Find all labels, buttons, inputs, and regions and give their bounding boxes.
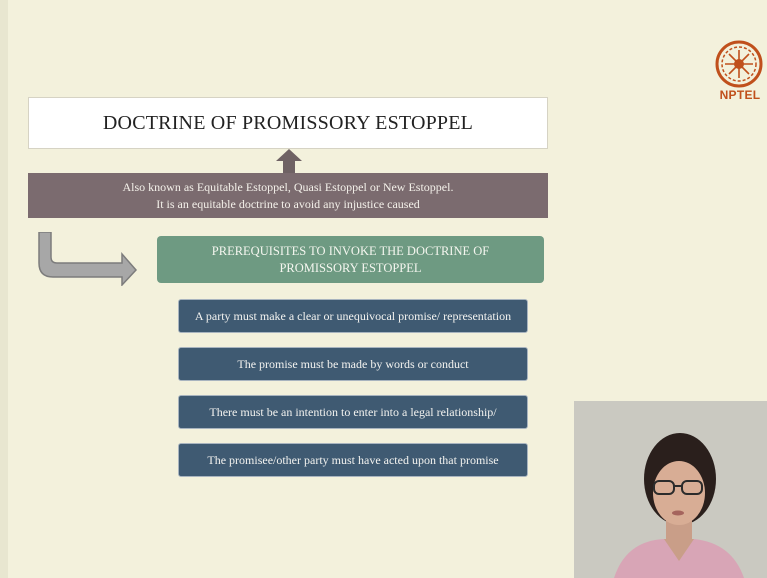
aka-line-1: Also known as Equitable Estoppel, Quasi … bbox=[122, 179, 454, 194]
up-arrow-icon bbox=[276, 149, 302, 175]
prerequisite-item-2: The promise must be made by words or con… bbox=[178, 347, 528, 381]
prerequisite-item-1: A party must make a clear or unequivocal… bbox=[178, 299, 528, 333]
nptel-logo-icon bbox=[715, 40, 763, 88]
nptel-logo-text: NPTEL bbox=[719, 88, 761, 102]
bent-arrow-icon bbox=[38, 232, 138, 286]
aka-line-2: It is an equitable doctrine to avoid any… bbox=[156, 196, 420, 211]
prerequisites-heading: PREREQUISITES TO INVOKE THE DOCTRINE OF … bbox=[157, 236, 544, 283]
presenter-video bbox=[574, 401, 767, 578]
prerequisite-item-4: The promisee/other party must have acted… bbox=[178, 443, 528, 477]
presenter-image bbox=[574, 401, 767, 578]
slide-title: DOCTRINE OF PROMISSORY ESTOPPEL bbox=[28, 97, 548, 149]
prerequisite-item-3: There must be an intention to enter into… bbox=[178, 395, 528, 429]
aka-box: Also known as Equitable Estoppel, Quasi … bbox=[28, 173, 548, 218]
slide-edge bbox=[0, 0, 8, 578]
